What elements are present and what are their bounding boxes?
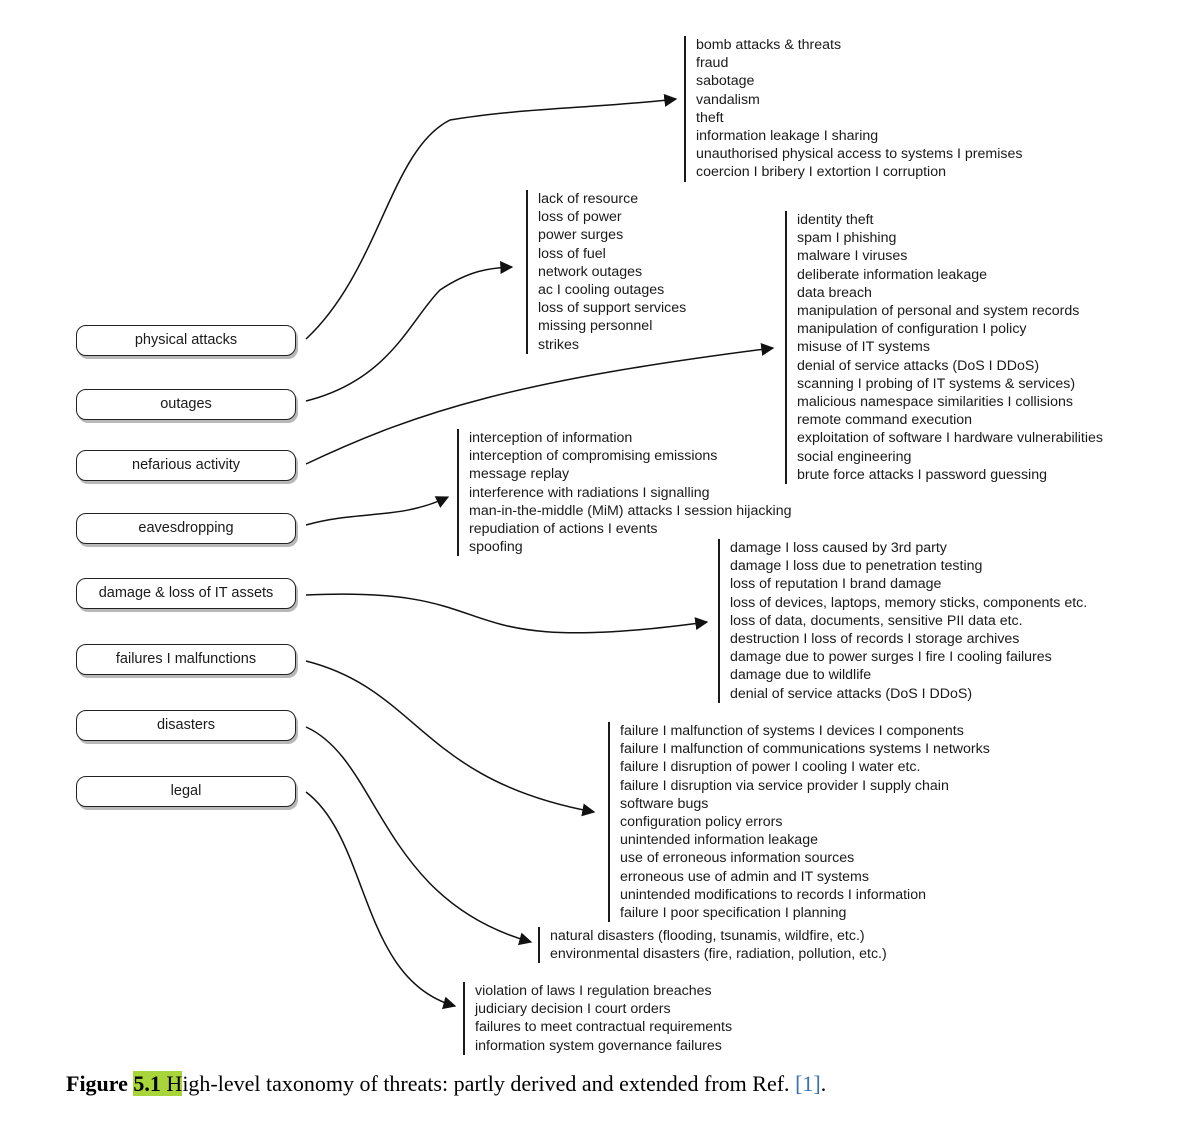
list-item: interference with radiations I signallin… (469, 484, 710, 501)
list-failures-malfunctions: failure I malfunction of systems I devic… (608, 722, 990, 923)
list-item: scanning I probing of IT systems & servi… (797, 375, 1076, 392)
caption-text: igh-level taxonomy of threats: partly de… (182, 1071, 790, 1096)
list-item: sabotage (696, 73, 755, 90)
list-item: interception of information (469, 430, 633, 446)
list-item: social engineering (797, 448, 912, 465)
list-item: misuse of IT systems (797, 339, 930, 356)
arrow-damage-loss (305, 593, 709, 634)
caption-first-letter: H (166, 1071, 183, 1096)
list-item: spoofing (469, 539, 523, 556)
category-nefarious-activity: nefarious activity (76, 450, 296, 481)
list-damage-loss-it-assets: damage I loss caused by 3rd party damage… (718, 539, 1087, 703)
list-item: failure I disruption of power I cooling … (620, 759, 921, 776)
arrow-disasters (305, 726, 533, 946)
list-item: identity theft (797, 212, 874, 228)
list-item: fraud (696, 55, 729, 72)
caption-highlight (160, 1071, 167, 1096)
list-item: denial of service attacks (DoS I DDoS) (797, 357, 1040, 374)
arrow-failures (305, 660, 596, 817)
arrow-outages (305, 261, 514, 402)
list-item: damage due to power surges I fire I cool… (730, 649, 1052, 666)
list-item: natural disasters (flooding, tsunamis, w… (550, 928, 865, 944)
list-item: man-in-the-middle (MiM) attacks I sessio… (469, 502, 792, 519)
figure-label: Figure (66, 1071, 128, 1096)
list-item: bomb attacks & threats (696, 37, 842, 53)
list-item: coercion I bribery I extortion I corrupt… (696, 164, 946, 181)
list-item: violation of laws I regulation breaches (475, 983, 712, 999)
list-item: network outages (538, 263, 643, 280)
category-damage-loss-it-assets: damage & loss of IT assets (76, 578, 296, 609)
list-item: manipulation of personal and system reco… (797, 303, 1080, 320)
list-item: spam I phishing (797, 230, 897, 247)
list-item: failure I malfunction of systems I devic… (620, 723, 964, 739)
list-item: repudiation of actions I events (469, 521, 658, 538)
category-legal: legal (76, 776, 296, 807)
list-legal: violation of laws I regulation breaches … (463, 982, 732, 1055)
list-item: lack of resource (538, 191, 639, 207)
list-item: ac I cooling outages (538, 282, 665, 299)
list-item: unintended information leakage (620, 832, 818, 849)
list-item: loss of reputation I brand damage (730, 576, 942, 593)
list-item: deliberate information leakage (797, 266, 988, 283)
list-item: interception of compromising emissions (469, 448, 718, 465)
list-item: damage I loss caused by 3rd party (730, 540, 947, 556)
list-item: loss of support services (538, 300, 687, 317)
list-item: theft (696, 109, 724, 126)
list-item: loss of power (538, 209, 622, 226)
list-item: damage I loss due to penetration testing (730, 558, 983, 575)
list-nefarious-activity: identity theft spam I phishing malware I… (785, 211, 1103, 485)
list-item: malware I viruses (797, 248, 908, 265)
category-disasters: disasters (76, 710, 296, 741)
list-item: configuration policy errors (620, 814, 783, 831)
list-item: power surges (538, 227, 624, 244)
list-item: destruction I loss of records I storage … (730, 631, 1020, 648)
category-failures-malfunctions: failures I malfunctions (76, 644, 296, 675)
list-item: software bugs (620, 795, 709, 812)
list-item: judiciary decision I court orders (475, 1001, 671, 1018)
list-physical-attacks: bomb attacks & threats fraud sabotage va… (684, 36, 1022, 182)
list-eavesdropping: interception of information interception… (457, 429, 792, 557)
list-item: environmental disasters (fire, radiation… (550, 946, 887, 963)
list-item: data breach (797, 284, 872, 301)
list-item: strikes (538, 336, 579, 353)
list-disasters: natural disasters (flooding, tsunamis, w… (538, 927, 887, 964)
list-item: message replay (469, 466, 570, 483)
list-item: remote command execution (797, 412, 973, 429)
list-item: vandalism (696, 91, 760, 108)
figure-number: 5.1 (133, 1071, 161, 1096)
list-item: damage due to wildlife (730, 667, 872, 684)
list-item: failures to meet contractual requirement… (475, 1019, 733, 1036)
list-item: failure I poor specification I planning (620, 905, 847, 922)
list-item: manipulation of configuration I policy (797, 321, 1027, 338)
list-item: unauthorised physical access to systems … (696, 146, 1023, 163)
caption-end: . (820, 1071, 827, 1096)
list-item: denial of service attacks (DoS I DDoS) (730, 685, 973, 702)
list-outages: lack of resource loss of power power sur… (526, 190, 686, 354)
caption-reference-link[interactable]: [1] (795, 1071, 821, 1096)
category-outages: outages (76, 389, 296, 420)
list-item: information system governance failures (475, 1037, 722, 1054)
figure-caption: Figure 5.1 High-level taxonomy of threat… (66, 1071, 826, 1097)
list-item: use of erroneous information sources (620, 850, 855, 867)
category-physical-attacks: physical attacks (76, 325, 296, 356)
arrow-legal (305, 791, 457, 1010)
list-item: loss of fuel (538, 245, 606, 262)
list-item: information leakage I sharing (696, 128, 879, 145)
list-item: brute force attacks I password guessing (797, 466, 1047, 483)
list-item: missing personnel (538, 318, 653, 335)
list-item: unintended modifications to records I in… (620, 886, 926, 903)
list-item: loss of data, documents, sensitive PII d… (730, 612, 1023, 629)
list-item: failure I malfunction of communications … (620, 741, 990, 758)
category-eavesdropping: eavesdropping (76, 513, 296, 544)
list-item: loss of devices, laptops, memory sticks,… (730, 594, 1088, 611)
list-item: failure I disruption via service provide… (620, 777, 949, 794)
list-item: exploitation of software I hardware vuln… (797, 430, 1103, 447)
list-item: malicious namespace similarities I colli… (797, 394, 1073, 411)
arrow-eavesdropping (305, 496, 450, 526)
list-item: erroneous use of admin and IT systems (620, 868, 869, 885)
